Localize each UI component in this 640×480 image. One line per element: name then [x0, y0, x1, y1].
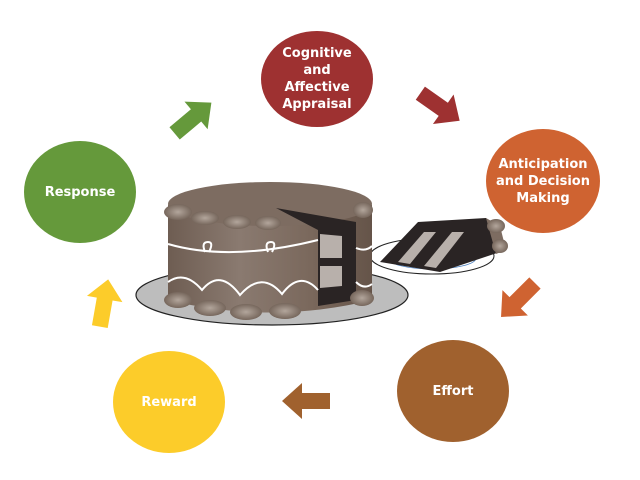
- cake: [164, 182, 374, 320]
- arrow-effort-to-reward: [282, 383, 330, 419]
- node-reward: Reward: [113, 351, 225, 453]
- node-label-line: Appraisal: [282, 97, 352, 112]
- node-label-line: Making: [516, 190, 570, 206]
- node-label-line: Anticipation: [498, 156, 588, 172]
- node-response: Response: [24, 141, 136, 243]
- node-label-line: and: [303, 63, 331, 78]
- node-label: Effort: [433, 383, 474, 400]
- cake-slice: [380, 218, 508, 272]
- node-label-line: Reward: [141, 394, 197, 410]
- arrow-response-to-cognitive: [169, 101, 212, 140]
- node-label-line: and Decision: [495, 173, 590, 189]
- node-label: Reward: [141, 394, 196, 411]
- arrow-anticipation-to-effort: [501, 277, 541, 317]
- node-effort: Effort: [397, 340, 509, 442]
- node-label-line: Cognitive: [282, 46, 352, 61]
- node-label: Response: [45, 184, 116, 201]
- node-label-line: Effort: [432, 383, 474, 399]
- arrow-cognitive-to-anticipation: [415, 86, 460, 125]
- node-label-line: Response: [44, 184, 116, 200]
- arrow-reward-to-response: [86, 279, 123, 329]
- node-label-line: Affective: [284, 80, 350, 95]
